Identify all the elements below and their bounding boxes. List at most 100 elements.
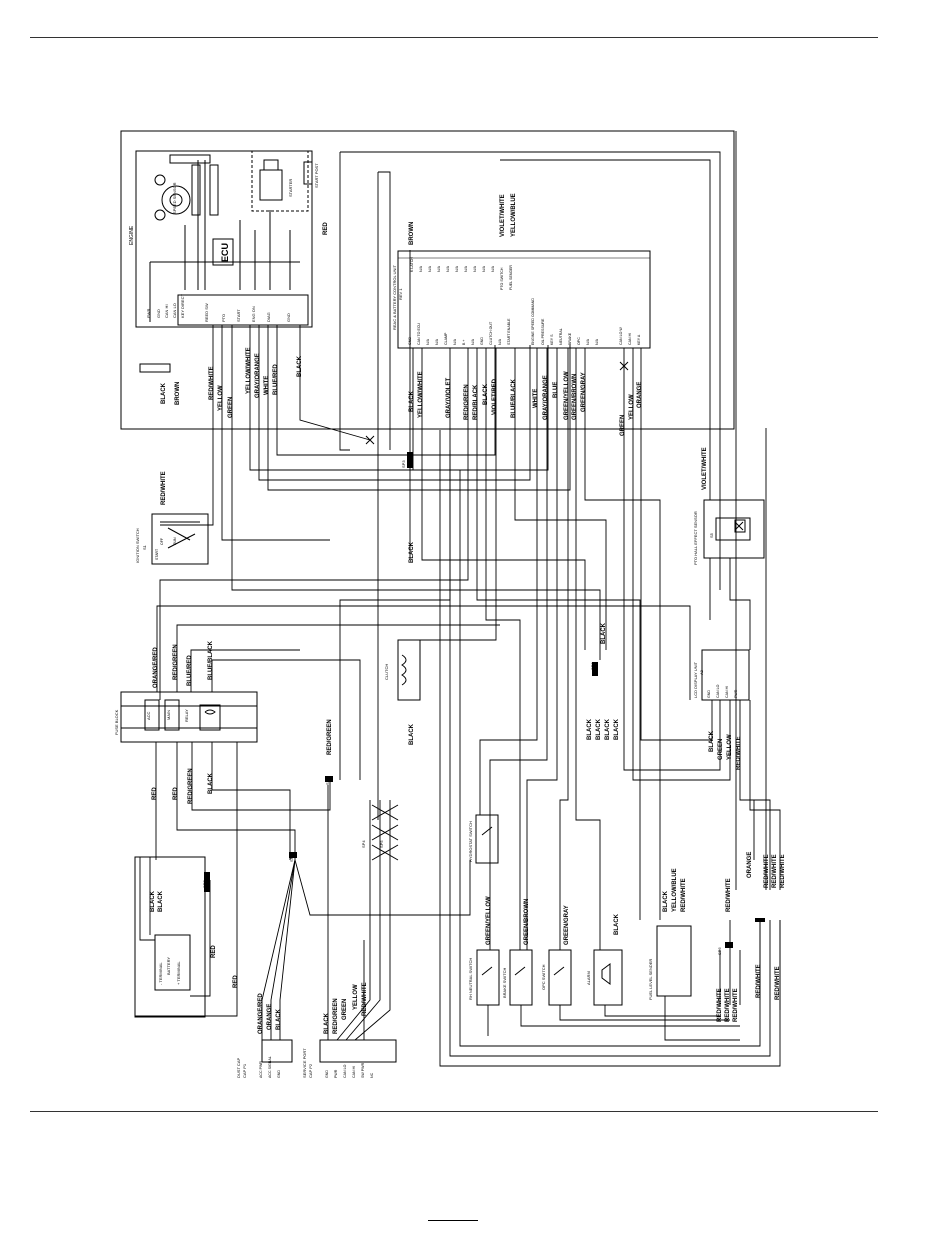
wire-label: RED/WHITE [736,736,742,770]
reac-pin: CAN LO W [619,327,623,345]
battery-pos: + TERMINAL [176,961,181,985]
dust-cap-pin: ACC PWR [259,1061,263,1078]
hydrostat-switch [475,814,499,864]
service-port-pin: NC [370,1072,374,1078]
wire-label: BLUE/BLACK [208,640,214,680]
switch-label: RH NEUTRAL SWITCH [468,958,473,1000]
battery-title: BATTERY [166,957,171,975]
sp8-labels: BLACK BLACK BLACK BLACK [587,718,620,740]
reac-top-wire-labels: BROWN VIOLET/WHITE YELLOW/BLUE [409,193,517,245]
reac-pin: B + [462,340,466,346]
service-port-pin: SW PWR [361,1062,365,1078]
reac-pin: N/A [455,265,459,272]
reac-pin: N/A [428,265,432,272]
starter-icon [259,169,283,201]
switch-label: FUEL LEVEL SENDER [648,959,653,1000]
wire-label: WHITE [533,389,539,408]
engine-pin: CAN LO [172,303,177,318]
service-port-pin: CAN HI [352,1066,356,1078]
switch-boxes [475,814,692,1006]
battery [134,856,206,1018]
brake-switch [509,949,533,1006]
wire-label: BLACK [409,723,415,745]
speed-sensor-icon [154,174,166,186]
wire-label: RED/WHITE [725,988,731,1022]
wire-label: RED/WHITE [780,854,786,888]
wire-label: BLACK [663,890,669,912]
wire-label: YELLOW [218,385,224,411]
ignition-state: RUN [173,537,177,545]
reac-pin: N/A [419,265,423,272]
engine-pin: GND [156,309,161,318]
engine-pin-labels: PWR GND CAN HI CAN LO KEY DIRECT REED SW… [146,294,291,322]
reac-pin: K LATCH [410,257,414,272]
reac-pin: CAN TO ECU [417,323,421,345]
wire-label: RED/GREEN [327,719,333,755]
fuse-acc [144,699,160,731]
fuse-block-title: FUSE BLOCK [114,709,119,735]
wire-label: RED [233,975,239,988]
bottom-red-white-labels: RED/WHITE RED/WHITE RED/WHITE RED/WHITE … [717,878,781,1022]
engine-pin: CAN HI [164,304,169,318]
engine-pin: KEY DIRECT [180,294,185,318]
reac-pin: N/A [453,338,457,345]
wire-label: BLACK [596,718,602,740]
reac-pin: KEY S [550,334,554,345]
ignition-title: IGNITION SWITCH [135,528,140,563]
engine-connector [177,294,309,326]
wire-label: RED [173,787,179,800]
fuse-acc-label: ACC [146,711,151,720]
fuel-sender-wire-labels: BLACK YELLOW/BLUE RED/WHITE [663,868,687,912]
reac-pin: OPC [577,337,581,345]
start-post-connector [303,161,313,185]
wire-label: GREEN/YELLOW [486,896,492,945]
reac-pin: N/A [464,265,468,272]
ignition-state: OFF [160,538,164,545]
reac-pin: N/A [498,338,502,345]
start-post-label: START POST [314,163,319,188]
pto-hall-sensor [703,499,765,559]
reac-bottom-wire-labels: BLACK YELLOW/WHITE GRAY/VIOLET RED/GREEN… [409,371,643,436]
battery-neg: - TERMINAL [158,962,163,985]
wire-label: ORANGE [267,1004,273,1030]
wire-label: RED/WHITE [775,966,781,1000]
ignition-state: START [155,548,159,560]
wire-label: GREEN [620,415,626,436]
lcd-display-unit [701,649,750,701]
engine-flywheel-icon [161,185,191,215]
reac-pin: N/A [473,265,477,272]
lcd-wire-labels: BLACK GREEN YELLOW RED/WHITE [709,730,742,770]
service-port-connector [319,1039,397,1063]
wire-label: GRAY/ORANGE [543,375,549,420]
wire-label: ORANGE [747,852,753,878]
engine-pin: REED SW [204,303,209,322]
lcd-part: A2 [699,669,704,675]
wire-label: YELLOW [353,984,359,1010]
engine-module [135,150,313,328]
wire-label: BLUE/BLACK [511,378,517,418]
starter-label: STARTER [288,179,293,197]
switch-label: ALARM [586,971,591,985]
wire-label: GRAY/ORANGE [255,353,261,398]
wire-label: ORANGE/RED [153,647,159,688]
bottom-rule [30,1111,878,1112]
wire-label: GREEN [228,397,234,418]
lcd-pins: GND CAN LO CAN HI PWR [707,684,738,698]
reac-pin: N/A [491,265,495,272]
reac-pin: GND [480,337,484,345]
top-rule [30,37,878,38]
wire-label: BLUE/RED [187,655,193,686]
reac-control-unit [397,250,651,349]
ignition-switch [151,513,209,565]
reac-part: REV 1 [398,288,403,300]
splice-label: SP6 [717,947,722,955]
reac-pin: CAN HI [628,333,632,345]
wire-label: ORANGE [637,382,643,408]
reac-pin: N/A [446,265,450,272]
wire-label: RED/WHITE [717,988,723,1022]
p3-connector [139,363,171,373]
fuse-main [164,699,180,731]
wire-label: BLACK [150,890,156,912]
wire-label: BLACK [614,718,620,740]
